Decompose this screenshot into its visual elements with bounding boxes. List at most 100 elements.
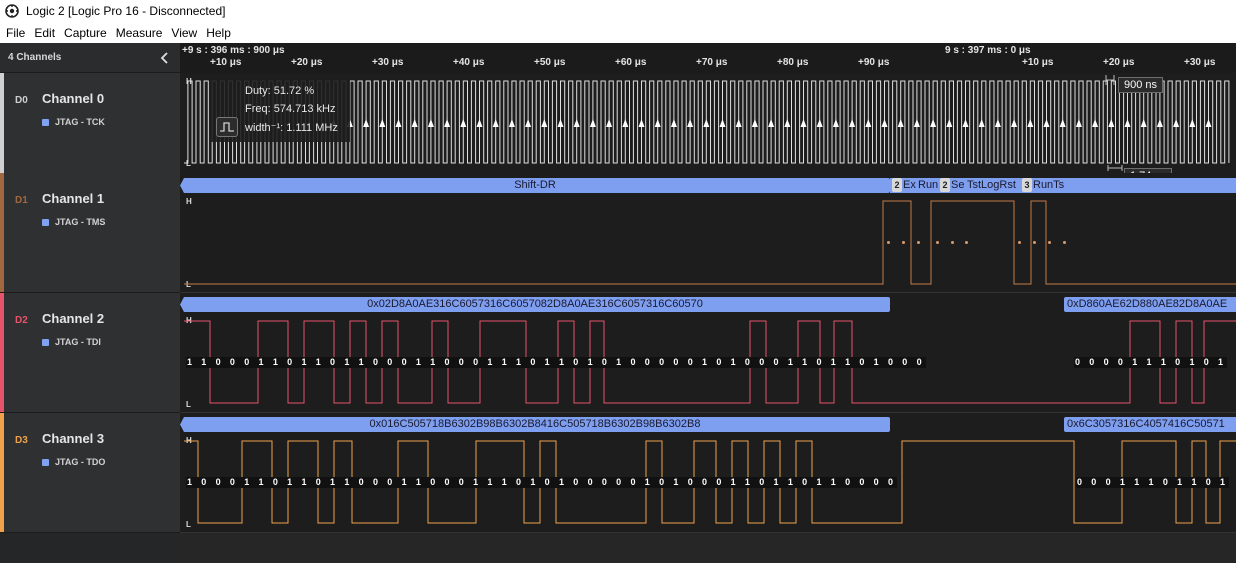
rising-edge-arrow (638, 119, 645, 127)
lane-channel-1[interactable]: Shift-DR 2 Ex Run 2 Se TstLogRst 3 RunTs… (180, 173, 1236, 293)
lane-channel-2[interactable]: 0x02D8A0AE316C6057316C6057082D8A0AE316C6… (180, 293, 1236, 413)
tdi-bit-values: 1 1 0 0 0 1 1 0 1 1 0 1 1 0 0 0 1 1 0 0 … (186, 357, 927, 368)
analyzer-color-dot (42, 339, 49, 346)
pulse-width-badge: 900 ns (1118, 77, 1164, 93)
channel-color-strip (0, 173, 4, 292)
sample-dot (965, 241, 968, 244)
channel-id: D0 (15, 95, 28, 106)
tdo-hex-annotation[interactable]: 0x6C3057316C4057416C50571 (1064, 417, 1236, 432)
sample-dot (887, 241, 890, 244)
frequency-readout: Freq: 574.713 kHz (245, 103, 336, 115)
rising-edge-arrow (1108, 119, 1115, 127)
channel-name[interactable]: Channel 1 (42, 191, 105, 206)
window-title: Logic 2 [Logic Pro 16 - Disconnected] (26, 4, 226, 18)
rising-edge-arrow (913, 119, 920, 127)
period-marker-icon (1107, 165, 1123, 171)
chevron-left-icon[interactable] (158, 51, 172, 65)
pulse-measure-icon[interactable] (216, 117, 238, 137)
analyzer-label: JTAG - TDI (55, 337, 101, 347)
menu-measure[interactable]: Measure (115, 25, 163, 40)
sample-dot (902, 241, 905, 244)
sample-dot (936, 241, 939, 244)
tms-annotation-bar (890, 178, 1236, 193)
rising-edge-arrow (492, 119, 499, 127)
menu-file[interactable]: File (6, 25, 26, 40)
channel-row-d3[interactable]: D3 Channel 3 JTAG - TDO (0, 413, 180, 533)
tdo-hex-annotation[interactable]: 0x016C505718B6302B98B6302B8416C505718B63… (180, 417, 890, 432)
rising-edge-arrow (1173, 119, 1180, 127)
channel-row-d2[interactable]: D2 Channel 2 JTAG - TDI (0, 293, 180, 413)
plot-empty-area (180, 533, 1236, 563)
tick-label: +10 μs (1022, 57, 1054, 68)
channel-color-strip (0, 413, 4, 532)
width-readout: width⁻¹: 1.111 MHz (245, 122, 338, 134)
level-high-label: H (186, 197, 192, 206)
tick-label: +70 μs (696, 57, 728, 68)
rising-edge-arrow (622, 119, 629, 127)
tick-label: +60 μs (615, 57, 647, 68)
channel-sidebar: 4 Channels D0 Channel 0 JTAG - TCK D1 Ch… (0, 43, 180, 563)
analyzer-label: JTAG - TDO (55, 457, 106, 467)
rising-edge-arrow (800, 119, 807, 127)
rising-edge-arrow (525, 119, 532, 127)
menu-bar: File Edit Capture Measure View Help (0, 22, 1236, 43)
level-low-label: L (186, 159, 191, 168)
rising-edge-arrow (476, 119, 483, 127)
channel-name[interactable]: Channel 2 (42, 311, 105, 326)
sidebar-empty-area (0, 533, 180, 563)
rising-edge-arrow (1011, 119, 1018, 127)
tdi-hex-annotation[interactable]: 0xD860AE62D880AE82D8A0AE (1064, 297, 1236, 312)
menu-edit[interactable]: Edit (34, 25, 56, 40)
channel-name[interactable]: Channel 0 (42, 91, 105, 106)
timeline-anchor: 9 s : 397 ms : 0 μs (945, 45, 1031, 56)
channel-id: D2 (15, 315, 28, 326)
sample-dot (1063, 241, 1066, 244)
channel-name[interactable]: Channel 3 (42, 431, 105, 446)
rising-edge-arrow (1140, 119, 1147, 127)
pulse-width-marker-icon (1105, 75, 1115, 85)
rising-edge-arrow (460, 119, 467, 127)
tick-label: +30 μs (372, 57, 404, 68)
timeline-ruler[interactable]: +9 s : 396 ms : 900 μs 9 s : 397 ms : 0 … (180, 43, 1236, 73)
tick-label: +40 μs (453, 57, 485, 68)
rising-edge-arrow (816, 119, 823, 127)
rising-edge-arrow (444, 119, 451, 127)
rising-edge-arrow (1075, 119, 1082, 127)
shift-dr-annotation[interactable]: Shift-DR (180, 178, 890, 193)
rising-edge-arrow (395, 119, 402, 127)
waveform-area[interactable]: H L Duty: 51.72 % Freq: 574.713 kHz widt… (180, 73, 1236, 563)
menu-help[interactable]: Help (206, 25, 231, 40)
rising-edge-arrow (508, 119, 515, 127)
rising-edge-arrow (719, 119, 726, 127)
rising-edge-arrow (784, 119, 791, 127)
rising-edge-arrow (654, 119, 661, 127)
tick-label: +50 μs (534, 57, 566, 68)
channel-count-label: 4 Channels (8, 52, 62, 63)
menu-view[interactable]: View (171, 25, 198, 40)
lane-channel-3[interactable]: 0x016C505718B6302B98B6302B8416C505718B63… (180, 413, 1236, 533)
rising-edge-arrow (670, 119, 677, 127)
analyzer-color-dot (42, 459, 49, 466)
rising-edge-arrow (1189, 119, 1196, 127)
tdi-bit-values: 0 0 0 0 1 1 1 0 1 0 1 (1074, 357, 1228, 368)
tdi-hex-annotation[interactable]: 0x02D8A0AE316C6057316C6057082D8A0AE316C6… (180, 297, 890, 312)
rising-edge-arrow (557, 119, 564, 127)
rising-edge-arrow (897, 119, 904, 127)
rising-edge-arrow (768, 119, 775, 127)
rising-edge-arrow (411, 119, 418, 127)
channel-id: D1 (15, 195, 28, 206)
tdo-waveform (184, 440, 1236, 524)
rising-edge-arrow (1205, 119, 1212, 127)
tdi-waveform (184, 320, 1236, 404)
rising-edge-arrow (1124, 119, 1131, 127)
tick-label: +30 μs (1184, 57, 1216, 68)
channel-row-d1[interactable]: D1 Channel 1 JTAG - TMS (0, 173, 180, 293)
rising-edge-arrow (735, 119, 742, 127)
logic-app-icon (5, 4, 19, 18)
state-label: Run (918, 179, 939, 191)
sample-dot (1048, 241, 1051, 244)
state-label: RunTs (1033, 179, 1065, 191)
menu-capture[interactable]: Capture (64, 25, 107, 40)
rising-edge-arrow (994, 119, 1001, 127)
level-low-label: L (186, 400, 191, 409)
